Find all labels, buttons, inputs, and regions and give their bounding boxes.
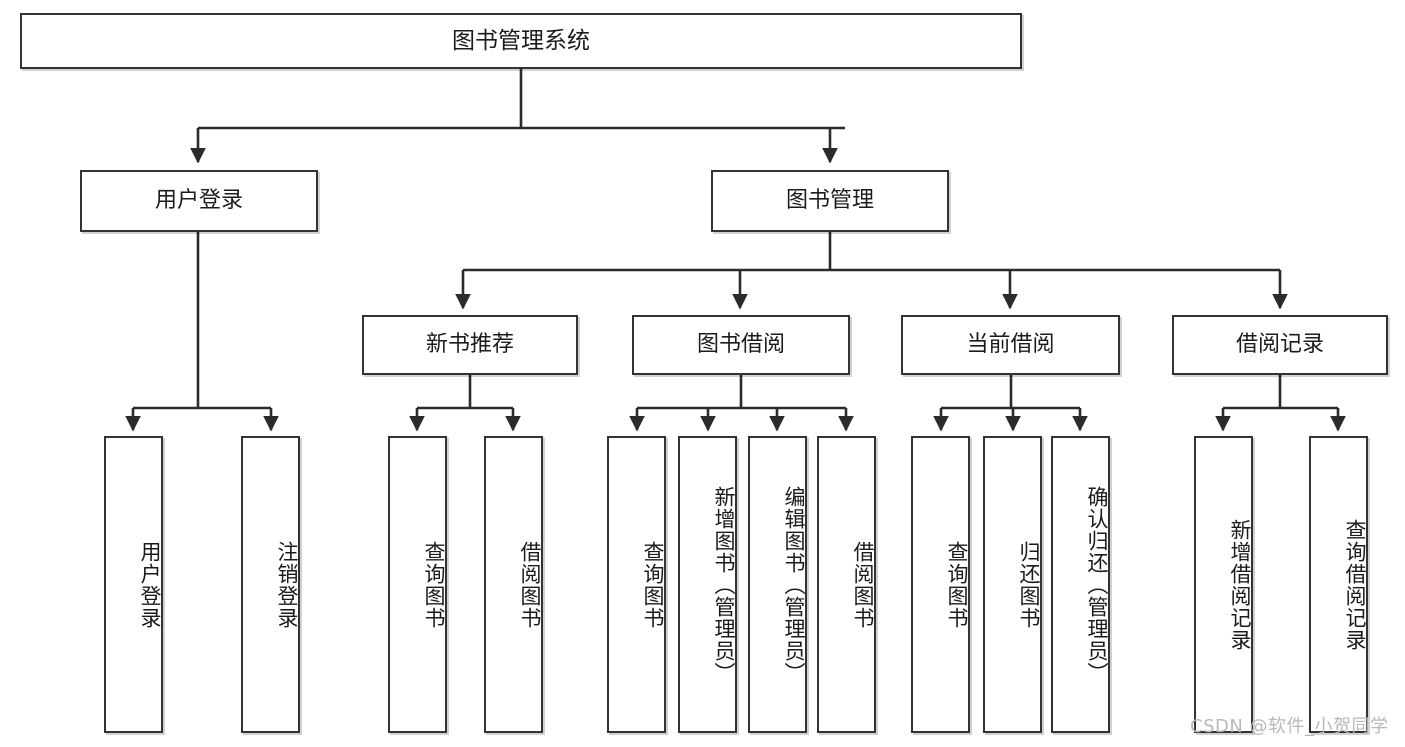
- node-book-management[interactable]: 图书管理: [711, 170, 949, 232]
- leaf-add-borrow-record-label: 新增借阅记录: [1228, 518, 1252, 651]
- node-new-book-recommend[interactable]: 新书推荐: [362, 315, 578, 375]
- leaf-confirm-return-admin-label: 确认归还（管理员）: [1085, 485, 1109, 684]
- leaf-add-book-admin[interactable]: 新增图书（管理员）: [678, 436, 737, 733]
- watermark: CSDN @软件_小贺同学: [1190, 716, 1389, 737]
- node-book-borrow[interactable]: 图书借阅: [632, 315, 850, 375]
- leaf-borrow-book[interactable]: 借阅图书: [817, 436, 876, 733]
- node-user-login-label: 用户登录: [154, 188, 243, 214]
- leaf-query-book-new-label: 查询图书: [422, 540, 446, 629]
- node-current-borrow[interactable]: 当前借阅: [901, 315, 1120, 375]
- leaf-add-book-admin-label: 新增图书（管理员）: [712, 485, 736, 684]
- leaf-query-borrow-record[interactable]: 查询借阅记录: [1309, 436, 1368, 733]
- node-new-book-recommend-label: 新书推荐: [425, 332, 514, 358]
- leaf-borrow-book-new[interactable]: 借阅图书: [484, 436, 543, 733]
- node-borrow-record-label: 借阅记录: [1235, 332, 1324, 358]
- leaf-user-login-label: 用户登录: [138, 540, 162, 629]
- node-user-login[interactable]: 用户登录: [80, 170, 318, 232]
- node-root[interactable]: 图书管理系统: [20, 13, 1022, 69]
- leaf-confirm-return-admin[interactable]: 确认归还（管理员）: [1051, 436, 1110, 733]
- leaf-query-book-borrow[interactable]: 查询图书: [607, 436, 666, 733]
- node-root-label: 图书管理系统: [452, 27, 590, 54]
- leaf-query-book-current[interactable]: 查询图书: [911, 436, 970, 733]
- leaf-return-book[interactable]: 归还图书: [983, 436, 1042, 733]
- node-current-borrow-label: 当前借阅: [966, 332, 1055, 358]
- leaf-query-borrow-record-label: 查询借阅记录: [1343, 518, 1367, 651]
- leaf-query-book-current-label: 查询图书: [945, 540, 969, 629]
- leaf-logout[interactable]: 注销登录: [241, 436, 300, 733]
- leaf-return-book-label: 归还图书: [1017, 540, 1041, 629]
- node-book-borrow-label: 图书借阅: [696, 332, 785, 358]
- leaf-user-login[interactable]: 用户登录: [104, 436, 163, 733]
- leaf-edit-book-admin-label: 编辑图书（管理员）: [782, 485, 806, 684]
- leaf-borrow-book-label: 借阅图书: [851, 540, 875, 629]
- leaf-query-book-new[interactable]: 查询图书: [388, 436, 447, 733]
- leaf-logout-label: 注销登录: [275, 540, 299, 629]
- node-book-management-label: 图书管理: [785, 188, 874, 214]
- leaf-add-borrow-record[interactable]: 新增借阅记录: [1194, 436, 1253, 733]
- leaf-borrow-book-new-label: 借阅图书: [518, 540, 542, 629]
- node-borrow-record[interactable]: 借阅记录: [1172, 315, 1388, 375]
- leaf-query-book-borrow-label: 查询图书: [641, 540, 665, 629]
- leaf-edit-book-admin[interactable]: 编辑图书（管理员）: [748, 436, 807, 733]
